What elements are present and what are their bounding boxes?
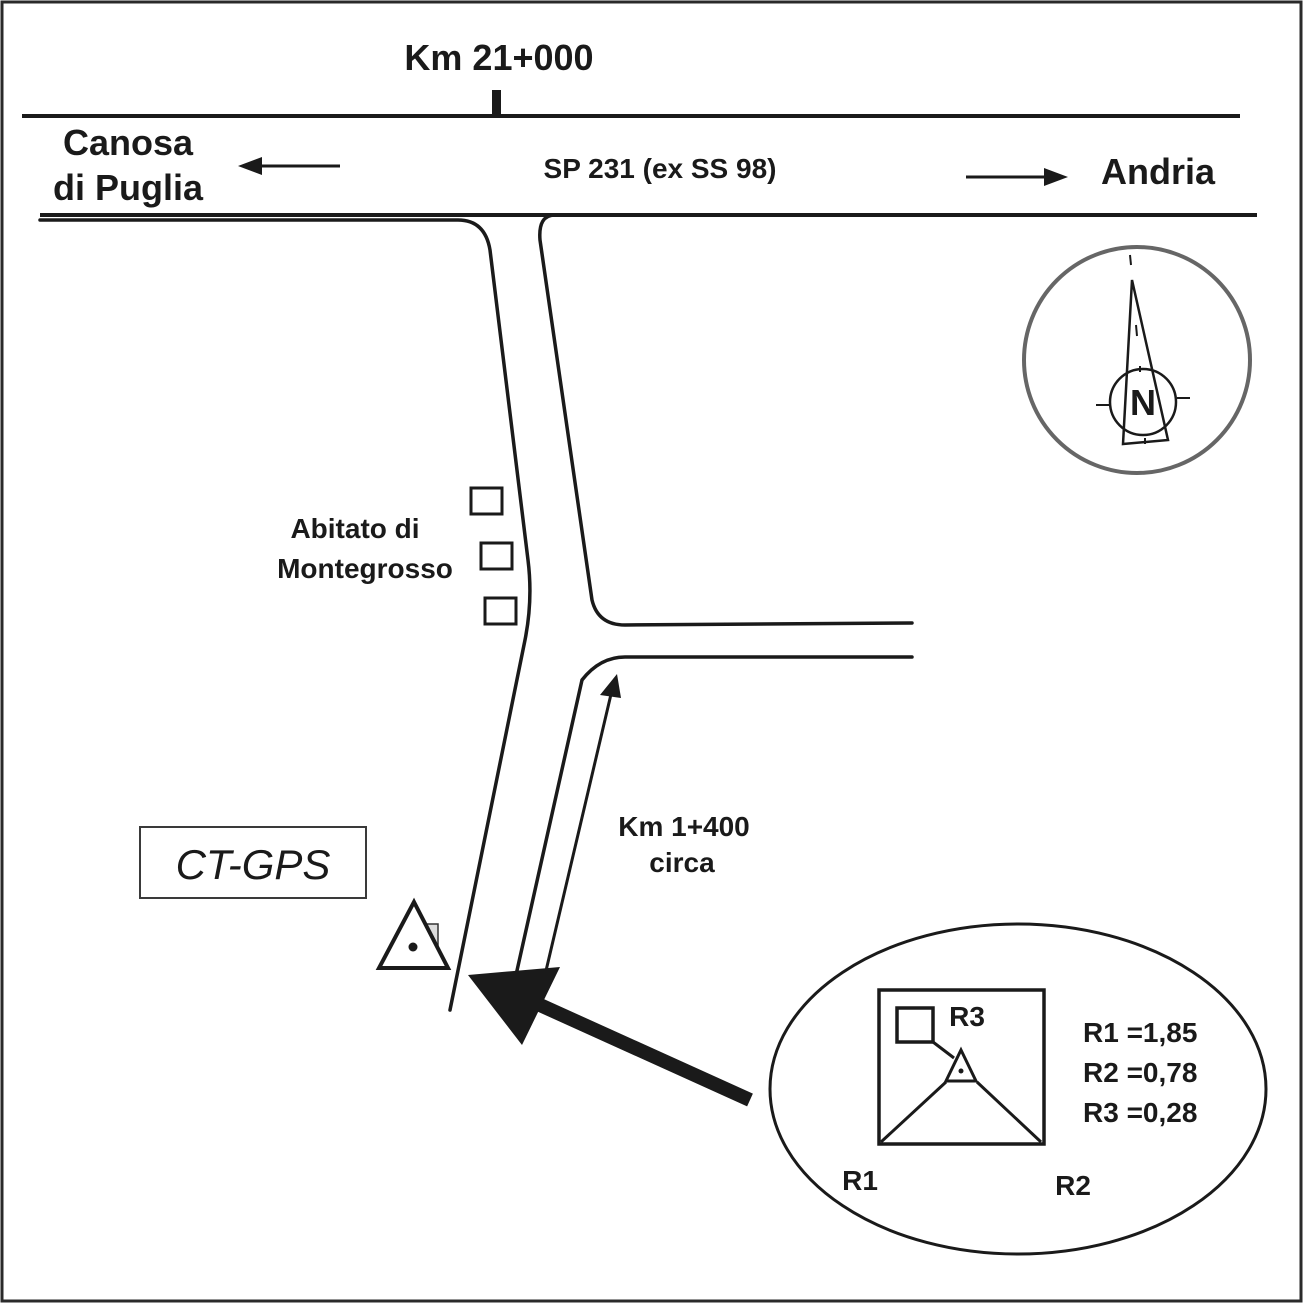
west-destination-line1: Canosa bbox=[63, 122, 194, 163]
side-road bbox=[38, 213, 914, 1012]
road-name-label: SP 231 (ex SS 98) bbox=[544, 153, 777, 184]
r3-value: R3 =0,28 bbox=[1083, 1097, 1197, 1128]
distance-label-line1: Km 1+400 bbox=[618, 811, 750, 842]
km-marker-label: Km 21+000 bbox=[404, 37, 593, 78]
station-label-box bbox=[139, 826, 367, 899]
station-detail-inset bbox=[768, 922, 1268, 1256]
detail-station-icon bbox=[943, 1046, 979, 1083]
gps-station-marker-icon bbox=[375, 897, 452, 970]
distance-arrow-icon bbox=[543, 674, 621, 976]
west-arrow-icon bbox=[238, 157, 340, 175]
settlement-label-line2: Montegrosso bbox=[277, 553, 453, 584]
west-destination-line2: di Puglia bbox=[53, 167, 204, 208]
distance-label-line2: circa bbox=[649, 847, 715, 878]
north-arrow-icon bbox=[1022, 245, 1252, 475]
east-arrow-icon bbox=[966, 168, 1068, 186]
r1-value: R1 =1,85 bbox=[1083, 1017, 1197, 1048]
station-label: CT-GPS bbox=[176, 841, 331, 888]
pointer-arrow-icon bbox=[468, 967, 753, 1107]
km-tick bbox=[492, 90, 501, 116]
r3-label: R3 bbox=[949, 1001, 985, 1032]
r2-label: R2 bbox=[1055, 1170, 1091, 1201]
building-icon bbox=[479, 541, 514, 571]
settlement-buildings bbox=[469, 486, 518, 626]
north-label: N bbox=[1130, 382, 1156, 423]
r1-label: R1 bbox=[842, 1165, 878, 1196]
building-icon bbox=[483, 596, 518, 626]
building-icon bbox=[469, 486, 504, 516]
reference-r3-icon bbox=[895, 1006, 935, 1044]
r2-value: R2 =0,78 bbox=[1083, 1057, 1197, 1088]
settlement-label-line1: Abitato di bbox=[290, 513, 419, 544]
east-destination-label: Andria bbox=[1101, 151, 1216, 192]
